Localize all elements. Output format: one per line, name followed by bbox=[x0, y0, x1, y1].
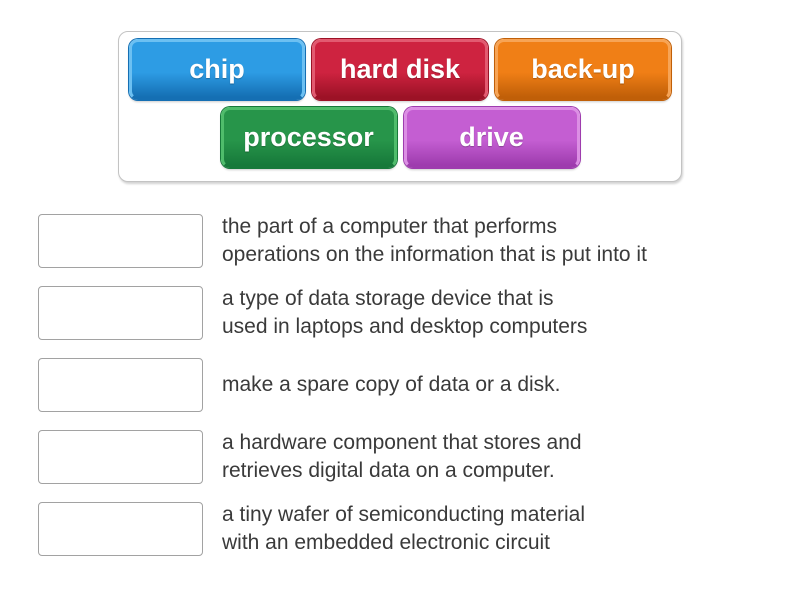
definition-text: a type of data storage device that is us… bbox=[222, 287, 588, 338]
answer-slot-1[interactable] bbox=[38, 214, 203, 268]
answer-slot-5[interactable] bbox=[38, 502, 203, 556]
word-tile-chip[interactable]: chip bbox=[129, 39, 305, 100]
match-row: make a spare copy of data or a disk. bbox=[38, 358, 778, 412]
word-tile-drive[interactable]: drive bbox=[403, 107, 580, 168]
definition-text: a tiny wafer of semiconducting material … bbox=[222, 503, 585, 554]
answer-slot-4[interactable] bbox=[38, 430, 203, 484]
match-row: a type of data storage device that is us… bbox=[38, 286, 778, 340]
word-bank-row-2: processor drive bbox=[220, 107, 580, 168]
match-row: a tiny wafer of semiconducting material … bbox=[38, 502, 778, 556]
word-tile-hard-disk[interactable]: hard disk bbox=[312, 39, 488, 100]
answer-slot-2[interactable] bbox=[38, 286, 203, 340]
match-list: the part of a computer that performs ope… bbox=[38, 214, 778, 574]
answer-slot-3[interactable] bbox=[38, 358, 203, 412]
word-tile-processor[interactable]: processor bbox=[220, 107, 397, 168]
word-bank-row-1: chip hard disk back-up bbox=[129, 39, 671, 100]
match-row: the part of a computer that performs ope… bbox=[38, 214, 778, 268]
definition-text: the part of a computer that performs ope… bbox=[222, 215, 647, 266]
match-row: a hardware component that stores and ret… bbox=[38, 430, 778, 484]
word-tile-back-up[interactable]: back-up bbox=[495, 39, 671, 100]
definition-text: a hardware component that stores and ret… bbox=[222, 431, 582, 482]
word-bank: chip hard disk back-up processor drive bbox=[118, 31, 682, 182]
definition-text: make a spare copy of data or a disk. bbox=[222, 373, 561, 396]
